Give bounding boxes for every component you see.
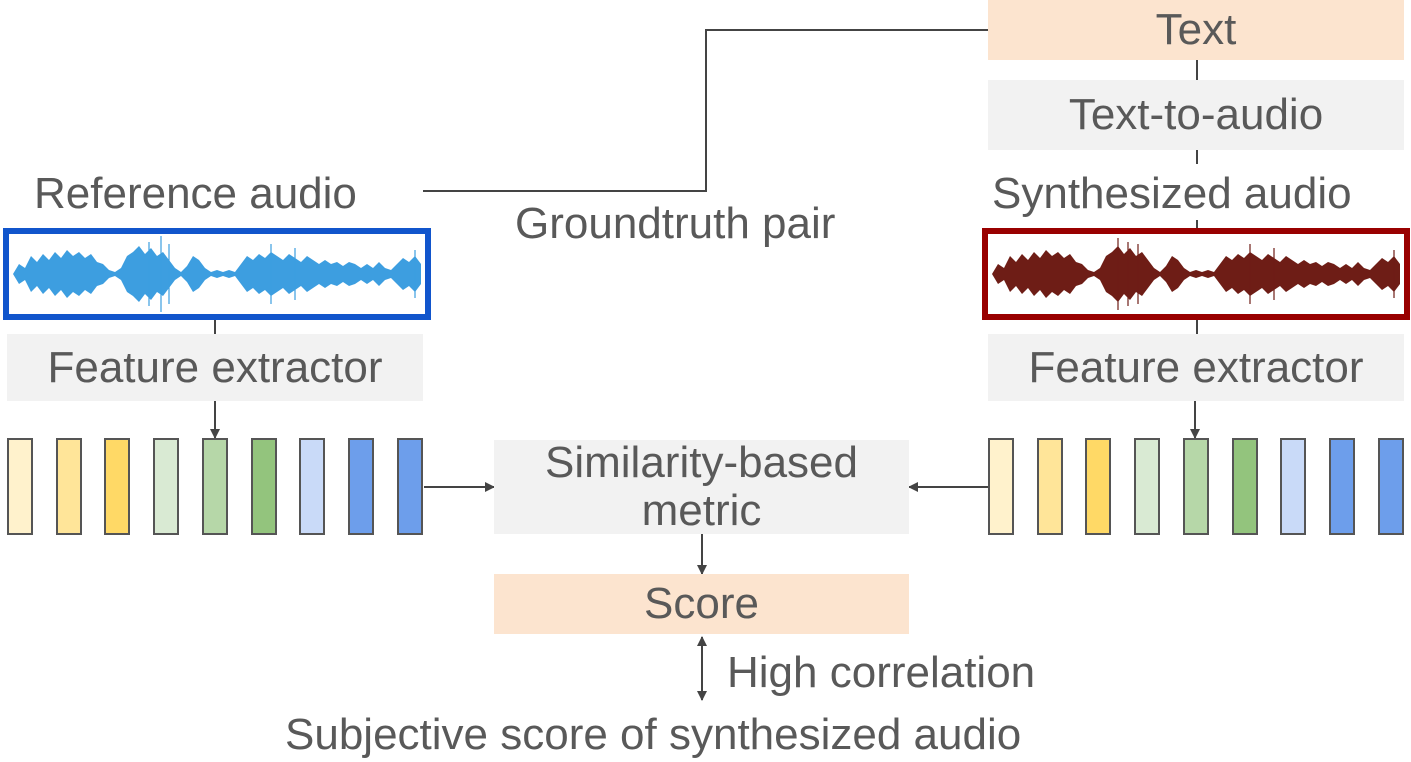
right-feature-bar-4 (1134, 438, 1160, 535)
left-feature-bar-6 (251, 438, 277, 535)
right-feature-bar-5 (1183, 438, 1209, 535)
synth-waveform-graphic (992, 238, 1400, 310)
feature-extractor-left-label: Feature extractor (47, 342, 383, 392)
groundtruth-pair-label: Groundtruth pair (515, 199, 836, 248)
left-feature-bar-5 (202, 438, 228, 535)
right-feature-bar-7 (1280, 438, 1306, 535)
text-label: Text (1155, 5, 1237, 54)
right-feature-bar-2 (1037, 438, 1063, 535)
ref-waveform-graphic (13, 236, 421, 312)
left-feature-bar-9 (397, 438, 423, 535)
synthesized-audio-label: Synthesized audio (992, 169, 1352, 218)
right-feature-bar-1 (988, 438, 1014, 535)
synthesized-audio-waveform (982, 228, 1410, 320)
left-feature-bar-7 (299, 438, 325, 535)
text-to-audio-box: Text-to-audio (988, 80, 1404, 150)
high-correlation-label: High correlation (727, 648, 1036, 697)
left-feature-bar-8 (348, 438, 374, 535)
right-feature-bar-9 (1378, 438, 1404, 535)
feature-extractor-right-label: Feature extractor (1028, 342, 1364, 392)
text-to-audio-label: Text-to-audio (1068, 90, 1324, 139)
reference-audio-waveform (3, 228, 431, 320)
similarity-metric-box: Similarity-based metric (494, 438, 909, 535)
text-box: Text (988, 0, 1404, 60)
feature-extractor-right-box: Feature extractor (988, 334, 1404, 401)
left-feature-bar-3 (104, 438, 130, 535)
right-feature-bar-3 (1085, 438, 1111, 535)
groundtruth-pair-line (423, 29, 988, 192)
right-feature-bar-6 (1232, 438, 1258, 535)
left-feature-bar-4 (153, 438, 179, 535)
similarity-metric-label: Similarity-based metric (545, 438, 858, 535)
left-feature-bar-1 (7, 438, 33, 535)
left-feature-bar-2 (56, 438, 82, 535)
score-box: Score (494, 574, 909, 634)
right-feature-bar-8 (1329, 438, 1355, 535)
subjective-score-label: Subjective score of synthesized audio (285, 710, 1022, 759)
feature-extractor-left-box: Feature extractor (7, 334, 423, 401)
reference-audio-label: Reference audio (34, 169, 357, 218)
score-label: Score (644, 579, 759, 628)
